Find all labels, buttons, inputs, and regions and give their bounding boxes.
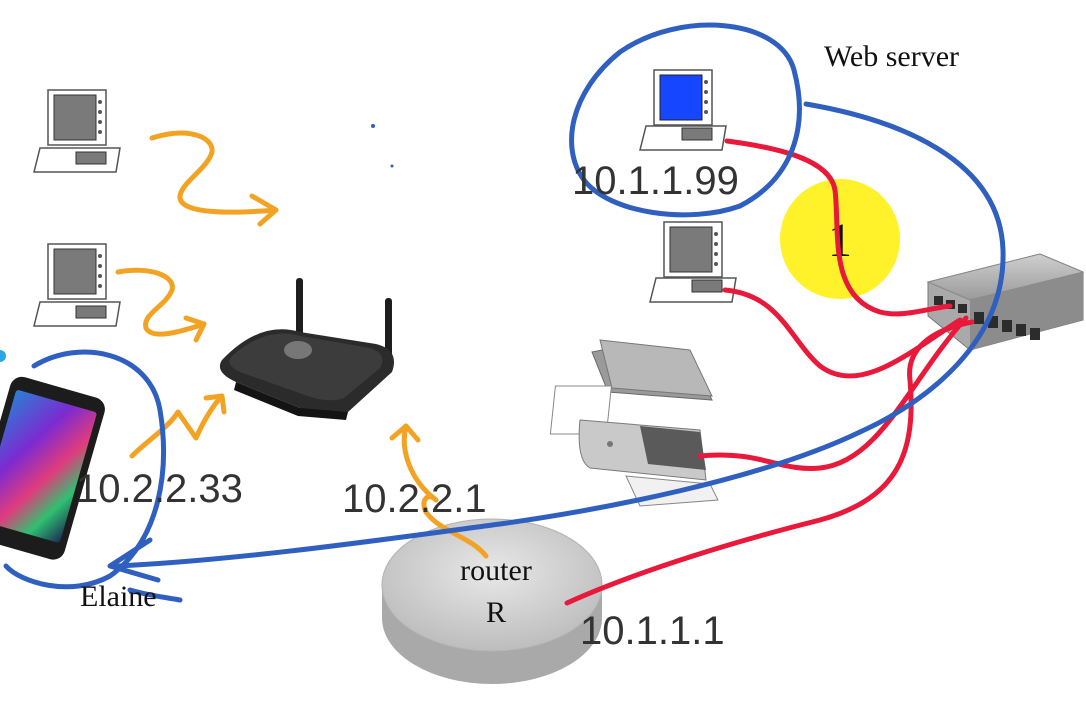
wire-router: [564, 319, 975, 606]
web-server-computer: [639, 69, 727, 151]
router-label-line1: router: [460, 554, 532, 587]
wire-computer-3: [722, 287, 963, 379]
annotation-strokes: [3, 22, 1006, 603]
desktop-computer-2: [33, 243, 121, 327]
stray-dot-1: [371, 124, 375, 128]
elaine-label: Elaine: [80, 580, 157, 613]
web-server-label: Web server: [824, 40, 959, 73]
router-label-line2: R: [486, 596, 506, 629]
router-lan-ip: 10.1.1.1: [580, 609, 725, 653]
web-server-circle: [569, 22, 802, 218]
smartphone: [0, 376, 105, 560]
wireless-access-point: [219, 278, 394, 420]
return-path-arrow: [115, 101, 1006, 569]
phone-circle: [3, 349, 166, 590]
desktop-computer-3: [649, 221, 737, 303]
desktop-computer-1: [33, 89, 121, 173]
phone-ip: 10.2.2.33: [76, 467, 243, 511]
printer: [549, 339, 719, 507]
wire-web-server: [724, 138, 953, 317]
web-server-ip: 10.1.1.99: [572, 159, 739, 203]
stray-dot-2: [390, 164, 394, 168]
wireless-signals: [115, 130, 489, 559]
router-wifi-ip: 10.2.2.1: [342, 477, 487, 521]
wired-connections: [564, 138, 975, 606]
edge-dot: [0, 350, 6, 362]
network-switch: [926, 253, 1085, 351]
wire-printer: [697, 315, 969, 471]
